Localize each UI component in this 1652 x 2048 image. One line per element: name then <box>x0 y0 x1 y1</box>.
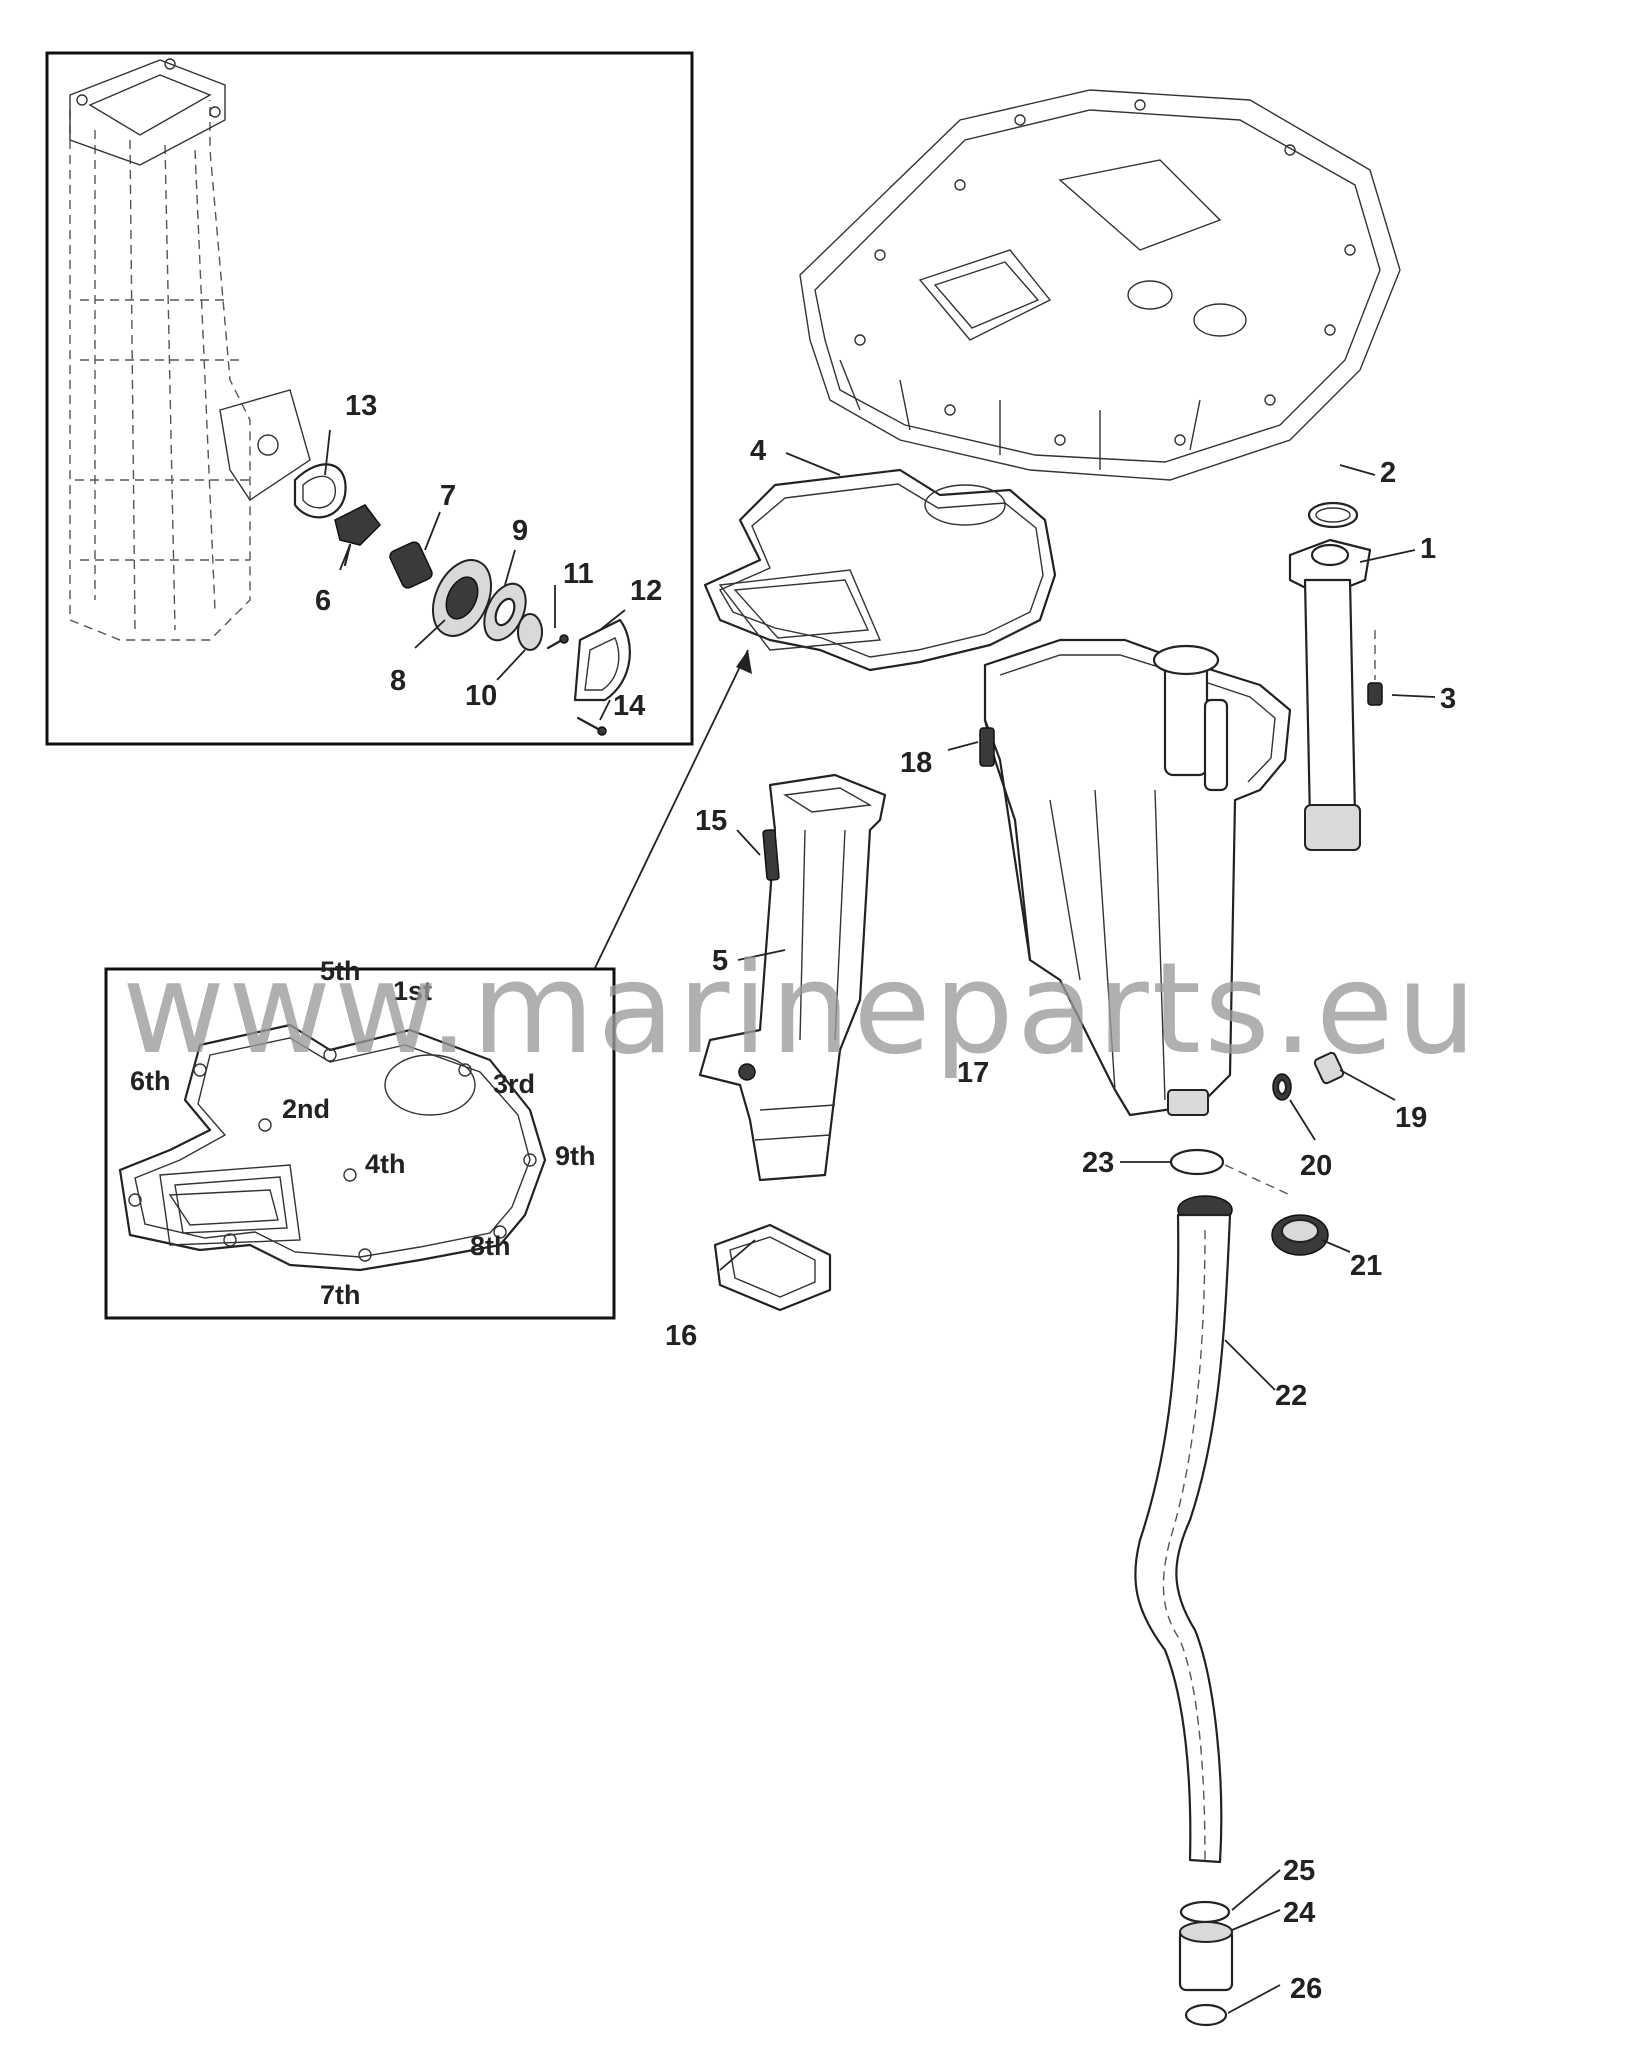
callout-13: 13 <box>345 390 377 422</box>
pipe-part-1 <box>1288 501 1383 851</box>
callout-21: 21 <box>1350 1250 1382 1282</box>
callout-8: 8 <box>390 665 406 697</box>
torque-sequence-labels: 1st 2nd 3rd 4th 5th 6th 7th 8th 9th <box>130 956 596 1310</box>
sequence-1st: 1st <box>393 976 432 1006</box>
leader-lines <box>324 429 1436 2014</box>
callout-16: 16 <box>665 1320 697 1352</box>
callout-1: 1 <box>1420 533 1436 565</box>
pickup-tube-part-22 <box>1134 1148 1234 2027</box>
callout-numbers: 1 2 3 4 5 6 7 8 9 10 11 12 13 14 15 16 1… <box>315 390 1456 2005</box>
callout-6: 6 <box>315 585 331 617</box>
watermark: www.marineparts.eu <box>122 935 1479 1082</box>
gasket-part-4 <box>703 468 1057 672</box>
sequence-5th: 5th <box>320 956 361 986</box>
engine-block-outline <box>799 89 1401 481</box>
sequence-4th: 4th <box>365 1149 406 1179</box>
callout-25: 25 <box>1283 1855 1315 1887</box>
callout-10: 10 <box>465 680 497 712</box>
callout-7: 7 <box>440 480 456 512</box>
callout-9: 9 <box>512 515 528 547</box>
sequence-3rd: 3rd <box>493 1069 535 1099</box>
callout-12: 12 <box>630 575 662 607</box>
callout-22: 22 <box>1275 1380 1307 1412</box>
sequence-6th: 6th <box>130 1066 171 1096</box>
sequence-8th: 8th <box>470 1231 511 1261</box>
adapter-part-17 <box>979 638 1345 1256</box>
callout-18: 18 <box>900 747 932 779</box>
inset-torque-sequence <box>104 967 616 1320</box>
sequence-7th: 7th <box>320 1280 361 1310</box>
inset-thermostat-detail <box>45 51 694 746</box>
callout-11: 11 <box>563 558 594 590</box>
callout-15: 15 <box>695 805 727 837</box>
exhaust-tube-part-5 <box>698 773 887 1312</box>
callout-2: 2 <box>1380 457 1396 489</box>
sequence-9th: 9th <box>555 1141 596 1171</box>
callout-23: 23 <box>1082 1147 1114 1179</box>
callout-4: 4 <box>750 435 766 467</box>
callout-26: 26 <box>1290 1973 1322 2005</box>
sequence-2nd: 2nd <box>282 1094 330 1124</box>
callout-24: 24 <box>1283 1897 1315 1929</box>
callout-14: 14 <box>613 690 645 722</box>
callout-3: 3 <box>1440 683 1456 715</box>
callout-17: 17 <box>957 1057 989 1089</box>
callout-19: 19 <box>1395 1102 1427 1134</box>
detail-arrow <box>594 649 752 969</box>
callout-5: 5 <box>712 945 728 977</box>
callout-20: 20 <box>1300 1150 1332 1182</box>
